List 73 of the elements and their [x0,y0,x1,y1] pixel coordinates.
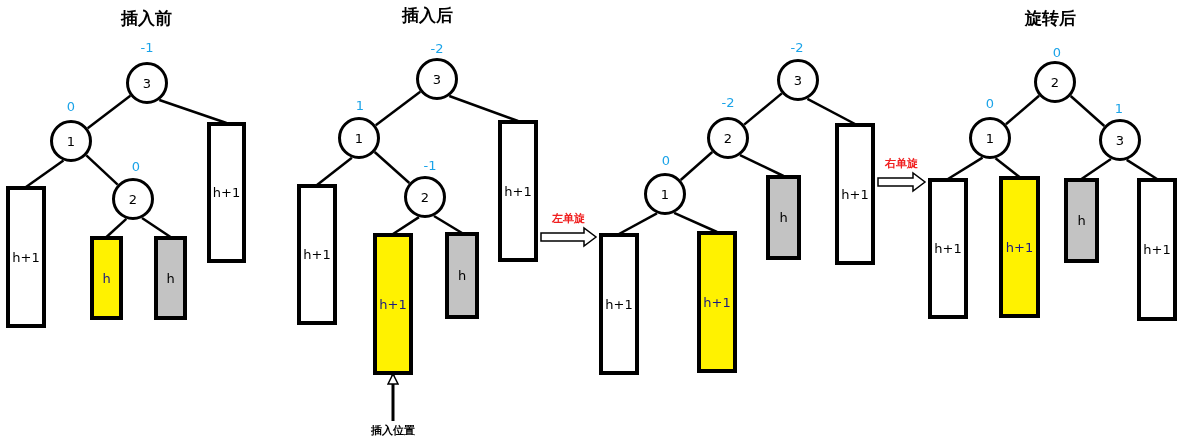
subtree-bar: h [766,175,801,260]
subtree-bar: h+1 [697,231,737,373]
tree-edge [392,216,420,236]
tree-edge [673,211,718,234]
tree-edge [105,218,128,238]
block-arrow [540,226,598,248]
balance-factor: -1 [140,39,154,55]
balance-factor: 0 [131,158,141,174]
subtree-bar: h [90,236,123,320]
subtree-bar: h+1 [6,186,46,328]
tree-node-circle: 1 [50,120,92,162]
balance-factor: -2 [721,94,735,110]
label-heading: 插入后 [401,3,453,27]
tree-edge [1069,95,1106,127]
tree-edge [739,154,785,178]
subtree-bar: h [445,232,479,319]
edge-label: 右单旋 [885,155,918,171]
balance-factor: 0 [1052,44,1062,60]
balance-factor: 1 [1114,100,1124,116]
subtree-bar: h+1 [928,178,968,319]
tree-edge [1080,157,1112,181]
tree-edge [141,216,172,239]
subtree-bar: h+1 [207,122,246,263]
tree-edge [679,151,714,181]
balance-factor: 0 [661,152,671,168]
tree-edge [618,212,658,236]
edge-label: 左单旋 [552,210,585,226]
tree-edge [25,159,65,189]
tree-edge [375,90,421,127]
subtree-bar: h+1 [999,176,1040,318]
tree-node-circle: 3 [1099,119,1141,161]
tree-edge [373,151,411,184]
tree-edge [806,97,856,126]
tree-edge [158,98,227,125]
balance-factor: -2 [790,39,804,55]
tree-edge [433,214,463,235]
tree-node-circle: 3 [777,59,819,101]
subtree-bar: h+1 [498,120,538,262]
tree-edge [947,156,984,181]
balance-factor: -2 [430,40,444,56]
tree-node-circle: 2 [1034,61,1076,103]
balance-factor: 0 [66,98,76,114]
tree-edge [1126,158,1158,181]
tree-node-circle: 1 [338,117,380,159]
tree-node-circle: 2 [112,178,154,220]
pointer-arrow [387,373,399,421]
tree-node-circle: 2 [707,117,749,159]
tree-node-circle: 2 [404,176,446,218]
tree-edge [1005,94,1040,126]
label-heading: 旋转后 [1024,6,1076,30]
balance-factor: 0 [985,95,995,111]
tree-node-circle: 3 [126,62,168,104]
tree-node-circle: 1 [969,117,1011,159]
subtree-bar: h+1 [835,123,875,265]
tree-edge [743,92,783,126]
subtree-bar: h [1064,178,1099,263]
tree-node-circle: 3 [416,58,458,100]
block-arrow [877,171,927,193]
subtree-bar: h [154,236,187,320]
tree-edge [85,154,119,186]
label-heading: 插入前 [120,6,172,30]
tree-edge [448,94,519,123]
balance-factor: -1 [423,157,437,173]
subtree-bar: h+1 [373,233,413,375]
tree-edge [86,94,132,130]
subtree-bar: h+1 [1137,178,1177,321]
tree-edge [316,156,353,186]
insert-position-label: 插入位置 [371,422,415,438]
tree-edge [994,157,1021,178]
subtree-bar: h+1 [297,184,337,325]
balance-factor: 1 [355,97,365,113]
tree-node-circle: 1 [644,173,686,215]
subtree-bar: h+1 [599,233,639,375]
